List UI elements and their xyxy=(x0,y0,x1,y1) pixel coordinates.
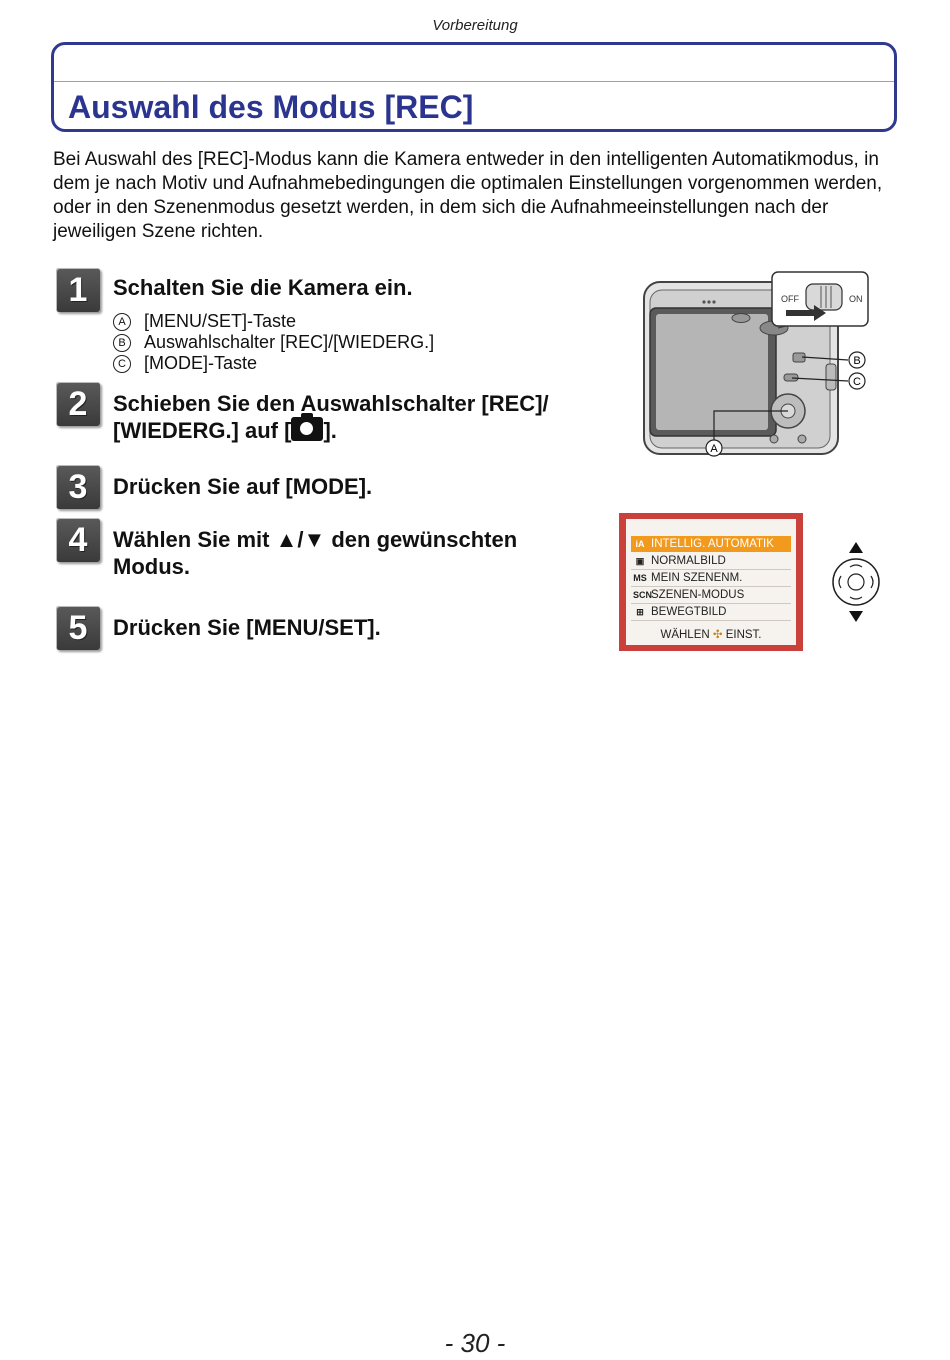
step-1-text: Schalten Sie die Kamera ein. xyxy=(113,275,413,300)
switch-arrow xyxy=(786,305,826,321)
step-5-text: Drücken Sie [MENU/SET]. xyxy=(113,615,381,640)
menu-row-normalbild: ▣NORMALBILD xyxy=(631,553,791,570)
step-4-text: Wählen Sie mit ▲/▼ den gewünschten Modus… xyxy=(113,526,593,580)
scn-icon: SCN xyxy=(633,590,653,600)
select-icon: ✣ xyxy=(712,629,723,641)
mark-a: A xyxy=(113,312,131,331)
camera-icon xyxy=(291,413,324,441)
step-3-text: Drücken Sie auf [MODE]. xyxy=(113,474,373,499)
step-badge-3: 3 xyxy=(56,465,100,509)
page-title: Auswahl des Modus [REC] xyxy=(68,89,474,125)
intro-paragraph: Bei Auswahl des [REC]-Modus kann die Kam… xyxy=(53,149,883,242)
mark-c: C xyxy=(113,354,131,373)
step-1-item-b-label: Auswahlschalter [REC]/[WIEDERG.] xyxy=(144,332,435,352)
menu-row-bewegtbild: ⊞BEWEGTBILD xyxy=(631,604,791,621)
step-1-item-b: B Auswahlschalter [REC]/[WIEDERG.] xyxy=(113,332,434,353)
section-header: Vorbereitung xyxy=(432,17,518,34)
title-box: Auswahl des Modus [REC] xyxy=(51,42,897,132)
diagram-mark-c: C xyxy=(853,376,861,388)
step-1-item-a-label: [MENU/SET]-Taste xyxy=(144,311,297,331)
down-arrow-icon xyxy=(849,611,863,622)
switch-on-label: ON xyxy=(849,294,863,304)
lcd-screen xyxy=(656,314,768,430)
mark-b: B xyxy=(113,333,131,352)
menu-footer: WÄHLEN ✣ EINST. xyxy=(660,629,762,641)
title-rule xyxy=(54,81,894,82)
step-1-item-c-label: [MODE]-Taste xyxy=(144,353,258,373)
step-4-line-2: Modus. xyxy=(113,554,190,579)
diagram-mark-a: A xyxy=(710,443,718,455)
movie-icon: ⊞ xyxy=(636,607,644,617)
page-number: - 30 - xyxy=(444,1328,506,1358)
step-badge-5: 5 xyxy=(56,606,100,650)
mode-button xyxy=(783,373,799,382)
step-1-item-c: C [MODE]-Taste xyxy=(113,353,257,374)
step-2-line-2: [WIEDERG.] auf []. xyxy=(113,413,337,443)
speaker-dots xyxy=(702,300,716,304)
step-badge-4: 4 xyxy=(56,518,100,562)
step-4-line-1: Wählen Sie mit ▲/▼ den gewünschten xyxy=(113,527,518,552)
ms-icon: MS xyxy=(633,573,647,583)
dpad-diagram xyxy=(832,542,880,622)
step-badge-2: 2 xyxy=(56,382,100,426)
ia-icon: iA xyxy=(635,539,645,549)
up-arrow-icon xyxy=(849,542,863,553)
camera-mode-icon: ▣ xyxy=(635,556,645,566)
menu-row-szenen-modus: SCNSZENEN-MODUS xyxy=(631,587,791,604)
camera-diagram: OFF ON B C A xyxy=(643,271,869,457)
diagram-mark-b: B xyxy=(853,355,860,367)
step-2-line-1: Schieben Sie den Auswahlschalter [REC]/ xyxy=(113,391,549,416)
step-1-item-a: A [MENU/SET]-Taste xyxy=(113,311,296,332)
switch-off-label: OFF xyxy=(781,294,799,304)
step-badge-1: 1 xyxy=(56,268,100,312)
step-2-text: Schieben Sie den Auswahlschalter [REC]/ … xyxy=(113,390,613,444)
